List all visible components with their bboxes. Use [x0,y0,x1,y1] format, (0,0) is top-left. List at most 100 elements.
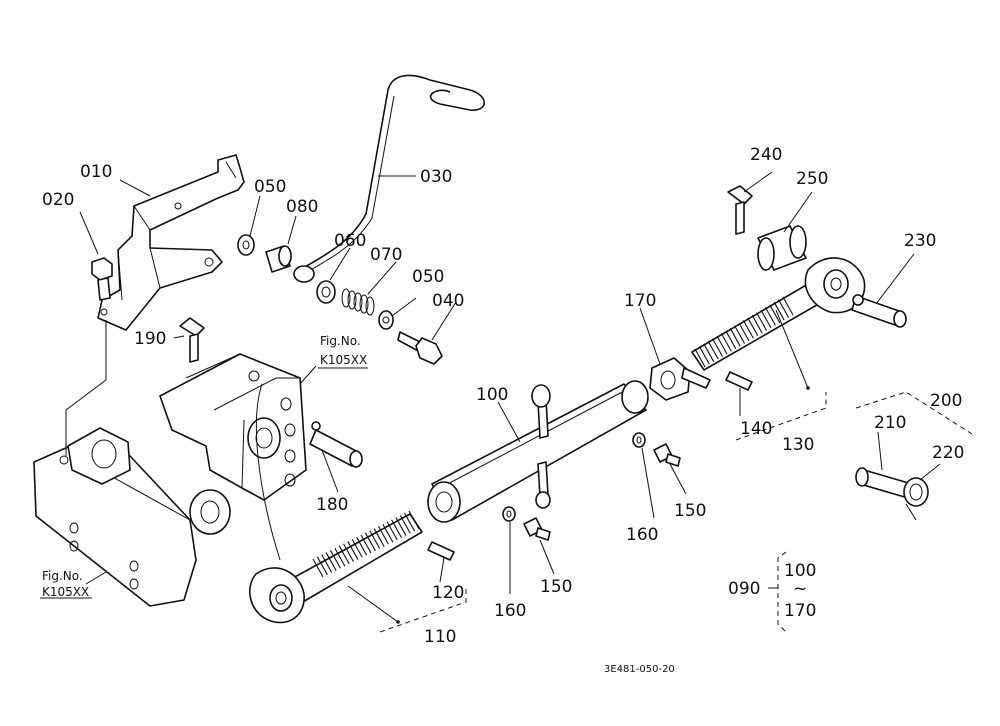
label-010: 010 [80,162,112,182]
thread-line [386,521,398,541]
leader-dot-110 [396,620,400,624]
thread-line [325,552,337,571]
thread-line [756,312,768,331]
label-110: 110 [424,627,456,647]
pin-140 [725,371,753,391]
thread-line [334,547,346,567]
figref-lower-line1: Fig.No. [42,569,83,583]
label-250: 250 [796,169,828,189]
drawing-code: 3E481-050-20 [604,664,675,675]
washer-160-upper [632,432,646,448]
figref-upper-line1: Fig.No. [320,334,361,348]
thread-line [395,517,407,536]
label-090: 090 [728,579,760,599]
pin-230 [851,294,907,328]
label-160-lower: 160 [494,601,526,621]
thread-line [703,343,715,363]
label-220: 220 [932,443,964,463]
thread-line [377,526,389,545]
thread-line [712,338,724,357]
thread-line [716,335,728,355]
thread-line [399,515,411,534]
label-160-upper: 160 [626,525,658,545]
thread-line [382,523,394,543]
collar-080 [265,245,292,273]
threaded-rod-110 [248,510,423,624]
group-bracket-090 [768,551,787,633]
label-150-upper: 150 [674,501,706,521]
label-150-lower: 150 [540,577,572,597]
collar-250 [757,225,807,271]
thread-line [316,556,328,576]
pin-180 [309,421,363,468]
washer-160-lower [502,506,516,522]
thread-line [347,541,359,560]
thread-line [360,534,372,554]
thread-line [742,320,754,339]
thread-line [769,304,781,324]
label-range-from-100: 100 [784,561,816,581]
thread-line [351,539,363,558]
thread-line [312,558,324,578]
threaded-rod-130 [691,257,866,371]
label-range-to-170: 170 [784,601,816,621]
label-170: 170 [624,291,656,311]
mount-plate [33,427,231,607]
label-070: 070 [370,245,402,265]
part-labels: 010 020 030 050 080 060 070 050 040 190 … [42,145,964,675]
thread-line [725,330,737,350]
thread-line [782,296,794,316]
label-210: 210 [874,413,906,433]
washer-060 [316,280,336,304]
label-180: 180 [316,495,348,515]
clip-220 [903,477,929,521]
label-130: 130 [782,435,814,455]
label-080: 080 [286,197,318,217]
bolt-240 [727,185,753,235]
washer-050-lower [378,310,394,330]
nipple-150-upper [653,443,681,467]
thread-line [751,314,763,334]
thread-line [694,348,706,368]
thread-line [329,550,341,569]
label-120: 120 [432,583,464,603]
thread-line [408,510,420,530]
bracket-010 [97,154,245,331]
label-030: 030 [420,167,452,187]
label-100: 100 [476,385,508,405]
thread-line [404,512,416,532]
thread-line [720,333,732,352]
thread-line [707,340,719,360]
thread-line [338,545,350,565]
group-bracket-130 [735,392,827,441]
thread-line [773,301,785,321]
rod-030 [293,74,486,283]
bolt-190 [179,317,205,363]
lock-nut-170 [649,357,711,401]
label-240: 240 [750,145,782,165]
turnbuckle-100 [427,380,649,523]
leader-lines [79,171,941,623]
thread-line [364,532,376,552]
label-range-tilde: ~ [793,579,807,599]
thread-line [734,325,746,344]
bolt-040 [397,331,443,365]
thread-line [729,327,741,347]
label-190: 190 [134,329,166,349]
thread-line [321,554,333,573]
bolt-020 [91,257,113,301]
washer-050-upper [237,234,255,256]
thread-line [343,543,355,562]
thread-line [778,299,790,318]
group-bracket-110 [379,586,467,633]
label-050-upper: 050 [254,177,286,197]
thread-line [760,309,772,329]
label-040: 040 [432,291,464,311]
label-060: 060 [334,231,366,251]
thread-line [391,519,403,538]
thread-line [356,536,368,556]
label-140: 140 [740,419,772,439]
figref-lower-line2: K105XX [42,585,89,599]
figref-upper-line2: K105XX [320,353,367,367]
